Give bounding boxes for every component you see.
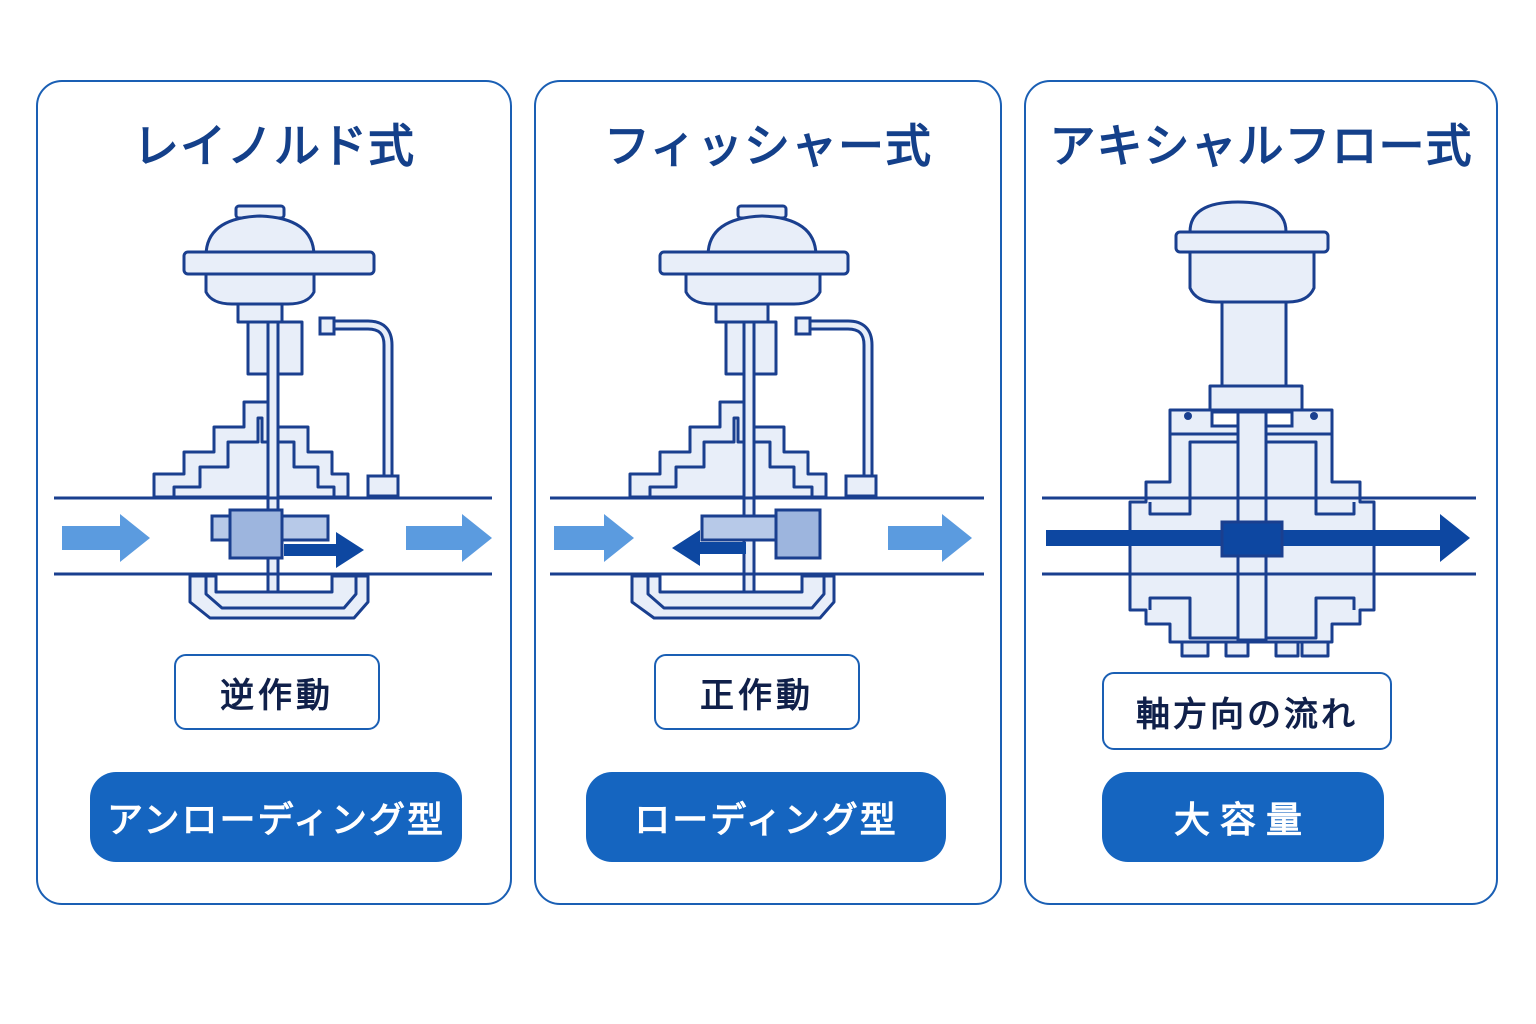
reynolds-valve-diagram (54, 204, 492, 620)
type-badge: アンローディング型 (90, 772, 462, 862)
action-label: 逆作動 (174, 654, 380, 730)
panel-fisher: フィッシャー式 正作動 ローディング型 (534, 80, 1002, 905)
panel-axial-flow: アキシャルフロー式 (1024, 80, 1498, 905)
panel-title: アキシャルフロー式 (1049, 119, 1473, 173)
action-label: 軸方向の流れ (1102, 672, 1392, 750)
type-badge: 大容量 (1102, 772, 1384, 862)
axial-flow-valve-diagram (1042, 200, 1476, 658)
type-badge: ローディング型 (586, 772, 946, 862)
fisher-valve-diagram (550, 204, 984, 620)
panel-reynolds: レイノルド式 (36, 80, 512, 905)
action-label: 正作動 (654, 654, 860, 730)
panel-title: レイノルド式 (133, 119, 415, 173)
panel-title: フィッシャー式 (603, 119, 933, 173)
